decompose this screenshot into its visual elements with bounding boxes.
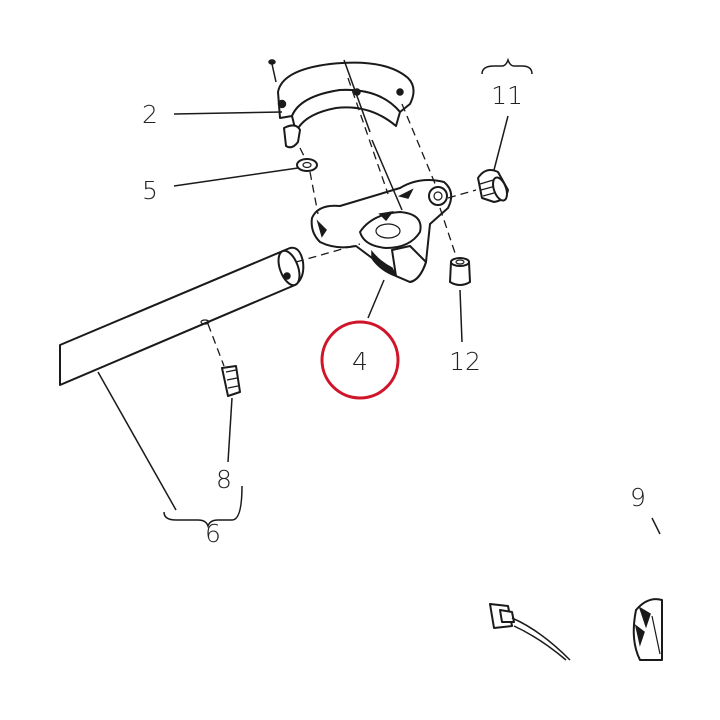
- callout-6: 6: [205, 519, 221, 548]
- tube-part: [59, 246, 305, 386]
- callout-4: 4: [352, 347, 368, 376]
- switch-part: [489, 598, 663, 661]
- pin-part: [221, 365, 241, 397]
- plug-part: [477, 169, 509, 203]
- callout-5: 5: [142, 176, 158, 205]
- leader-lines: [97, 111, 661, 535]
- screw-part: [449, 257, 471, 286]
- callout-9: 9: [630, 483, 646, 512]
- o-ring-part: [296, 158, 318, 172]
- callout-12: 12: [449, 347, 481, 376]
- highlight-circle: [320, 320, 400, 400]
- brace-11: [481, 57, 533, 75]
- brace-6: [163, 485, 243, 529]
- clamp-part: [268, 59, 415, 149]
- callout-2: 2: [142, 100, 158, 129]
- assembly-lines: [207, 59, 477, 367]
- callout-11: 11: [491, 81, 523, 110]
- callout-8: 8: [216, 465, 232, 494]
- mount-body-part: [310, 179, 453, 283]
